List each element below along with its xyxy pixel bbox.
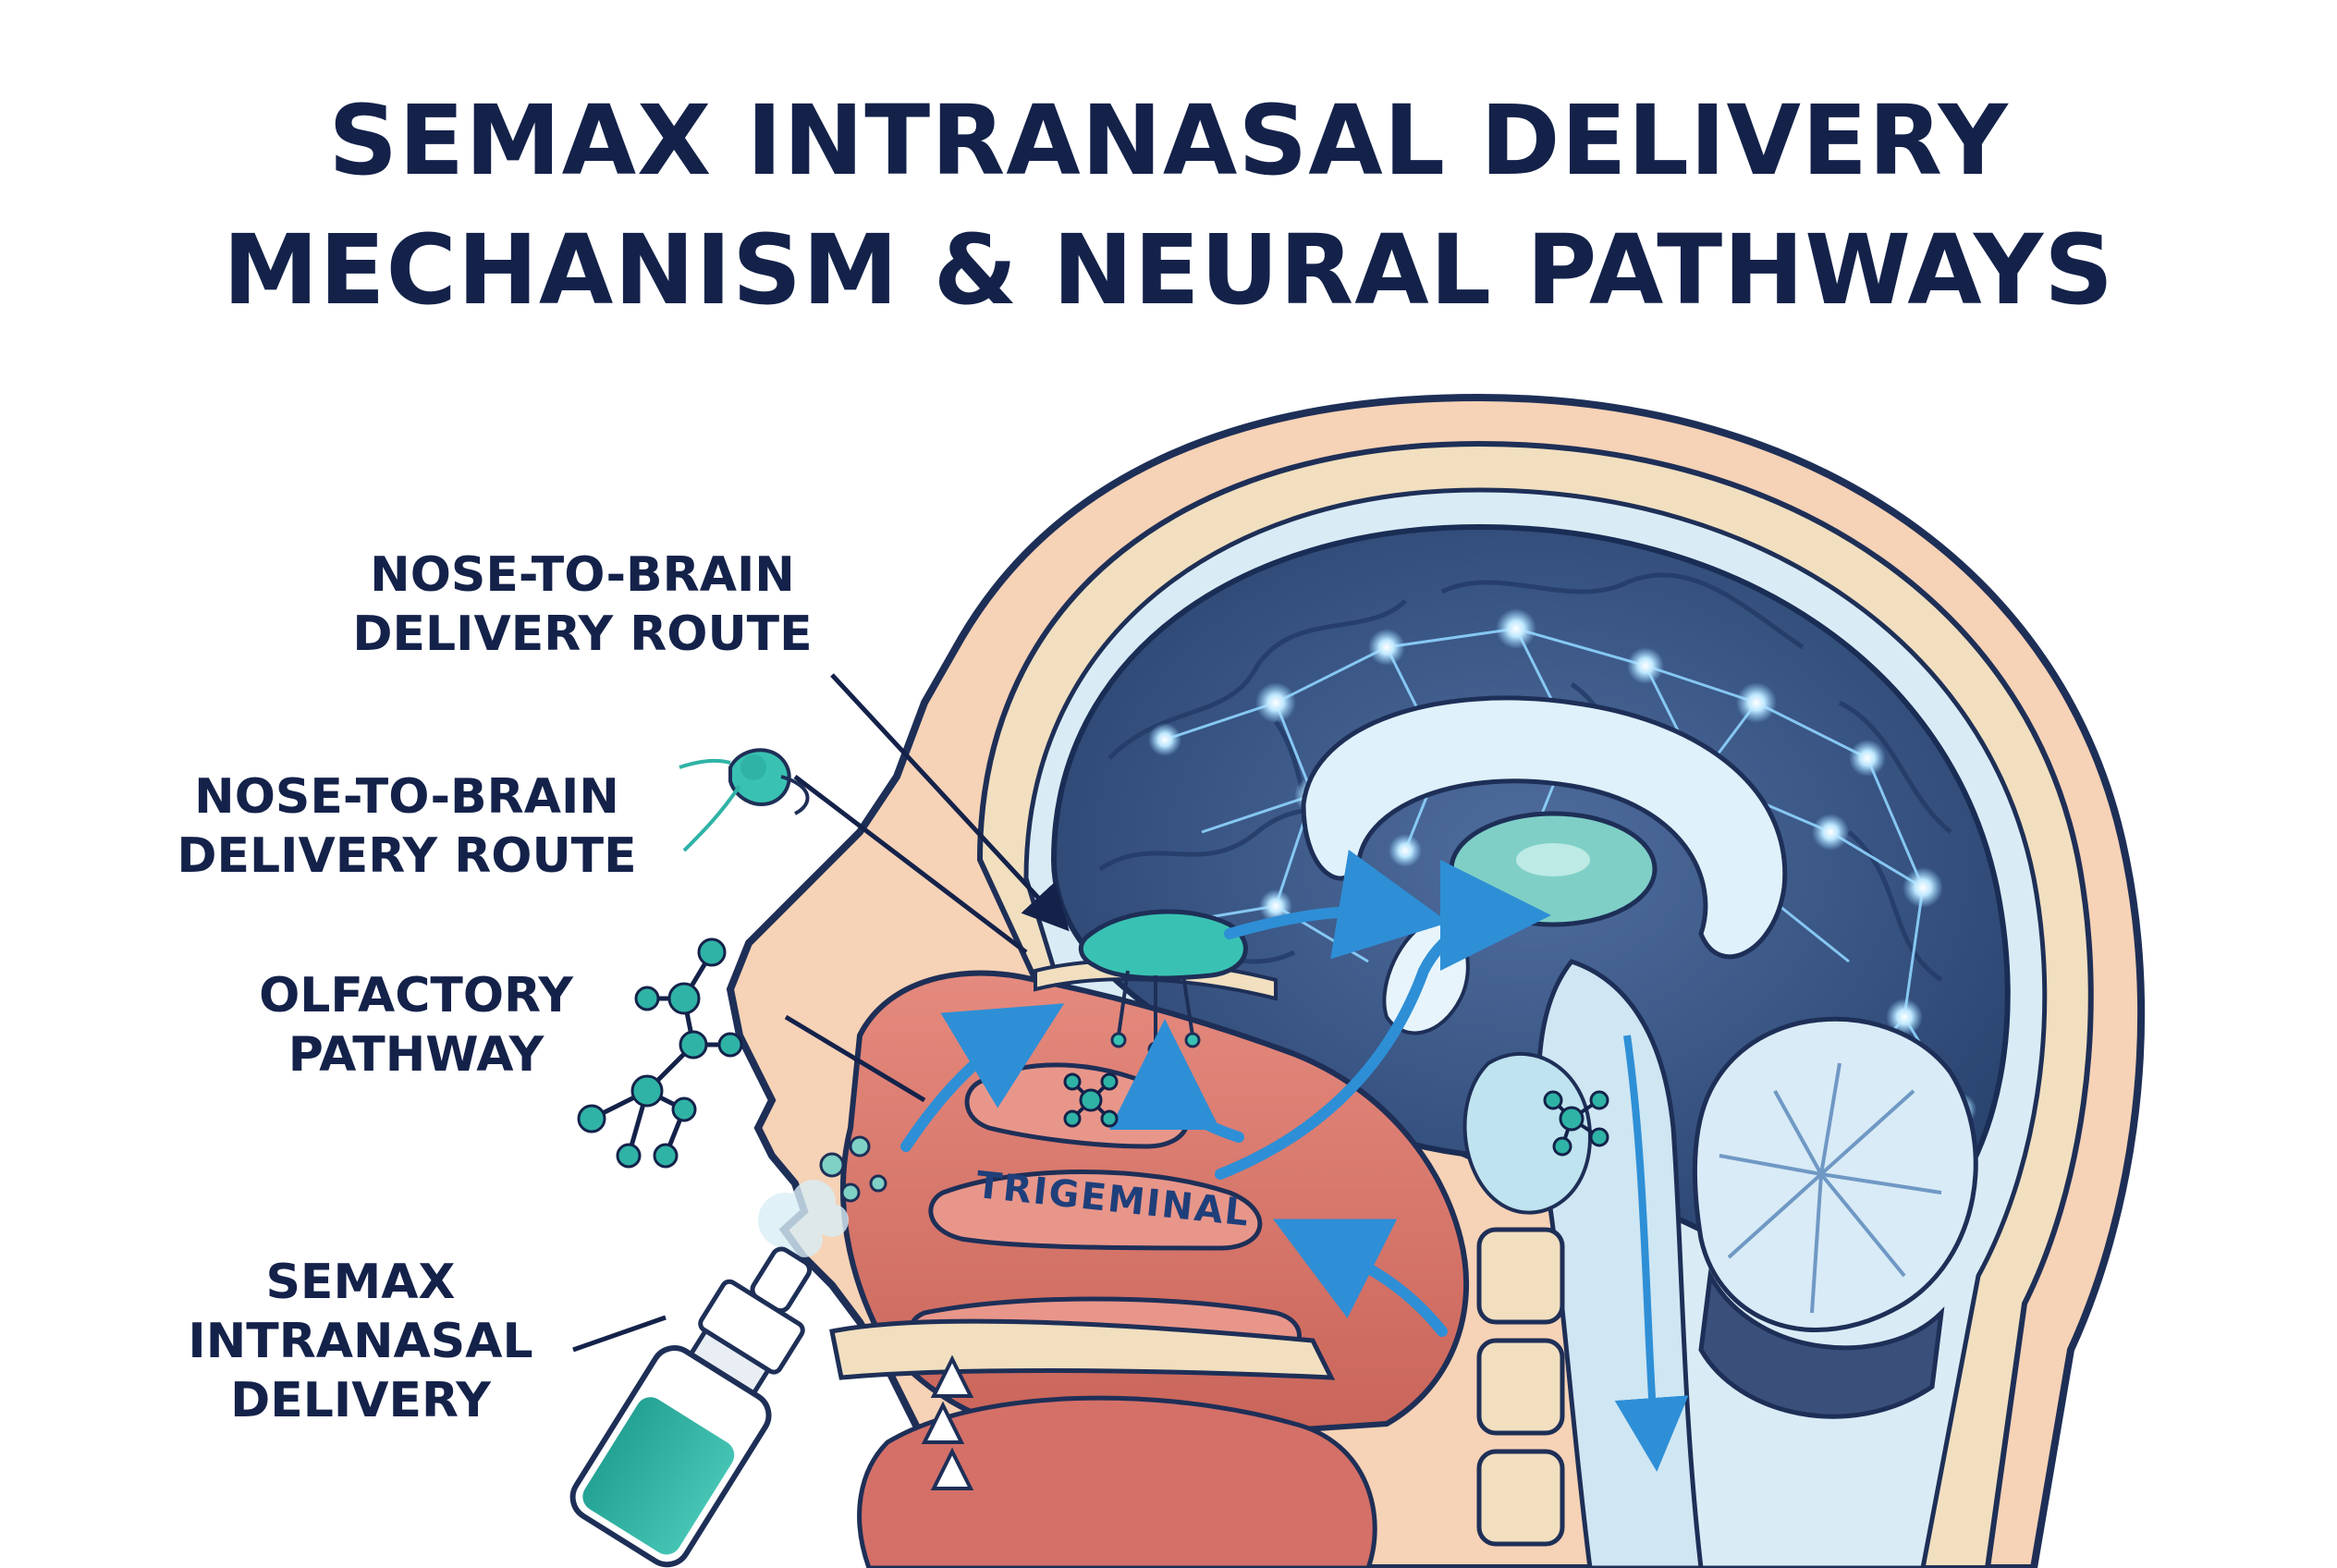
- label-semax-intranasal: SEMAX INTRANASAL DELIVERY: [157, 1253, 564, 1430]
- label-line: SEMAX: [157, 1253, 564, 1312]
- label-line: DELIVERY ROUTE: [324, 605, 841, 664]
- label-nose-to-brain-mid: NOSE-TO-BRAIN DELIVERY ROUTE: [148, 767, 666, 886]
- label-line: DELIVERY: [157, 1371, 564, 1430]
- page-title-line-1: SEMAX INTRANASAL DELIVERY: [0, 92, 2337, 189]
- cerebellum: [1695, 1019, 1976, 1416]
- label-nose-to-brain-top: NOSE-TO-BRAIN DELIVERY ROUTE: [324, 545, 841, 664]
- label-line: PATHWAY: [194, 1025, 638, 1084]
- neuron-icon: [679, 750, 808, 851]
- label-line: NOSE-TO-BRAIN: [148, 767, 666, 827]
- label-line: OLFACTORY: [194, 966, 638, 1025]
- nasal-spray-bottle-icon: [565, 1222, 850, 1568]
- vertebrae: [1479, 1230, 1562, 1544]
- label-line: INTRANASAL: [157, 1312, 564, 1371]
- label-line: DELIVERY ROUTE: [148, 827, 666, 886]
- label-olfactory-pathway: OLFACTORY PATHWAY: [194, 966, 638, 1084]
- page-title-line-2: MECHANISM & NEURAL PATHWAYS: [0, 222, 2337, 318]
- label-line: NOSE-TO-BRAIN: [324, 545, 841, 605]
